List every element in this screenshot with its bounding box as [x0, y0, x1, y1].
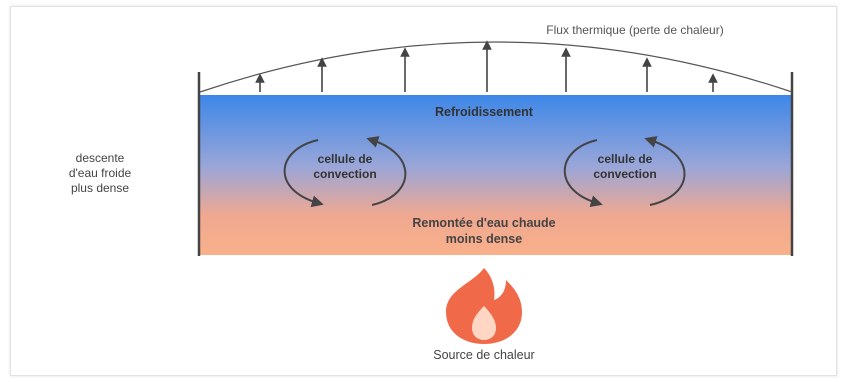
cell-left-label-2: convection	[313, 167, 376, 181]
descent-label-1: descente	[76, 151, 125, 165]
rise-label-1: Remontée d'eau chaude	[412, 216, 555, 230]
descent-label-2: d'eau froide	[69, 166, 132, 180]
cell-right-label-2: convection	[593, 167, 656, 181]
cell-left-label-1: cellule de	[318, 152, 373, 166]
heat-flux-arrows	[255, 40, 718, 92]
flame-icon	[446, 268, 522, 344]
circular-arrow-icon	[283, 136, 407, 208]
cooling-label: Refroidissement	[435, 105, 534, 119]
heat-flux-label: Flux thermique (perte de chaleur)	[546, 23, 723, 37]
rise-label-2: moins dense	[446, 232, 522, 246]
circular-arrow-icon	[563, 136, 686, 208]
water-tank	[200, 95, 792, 255]
heat-source-label: Source de chaleur	[433, 348, 534, 362]
descent-label-3: plus dense	[71, 181, 129, 195]
heat-flux-dome	[199, 41, 793, 93]
cell-right-label-1: cellule de	[598, 152, 653, 166]
